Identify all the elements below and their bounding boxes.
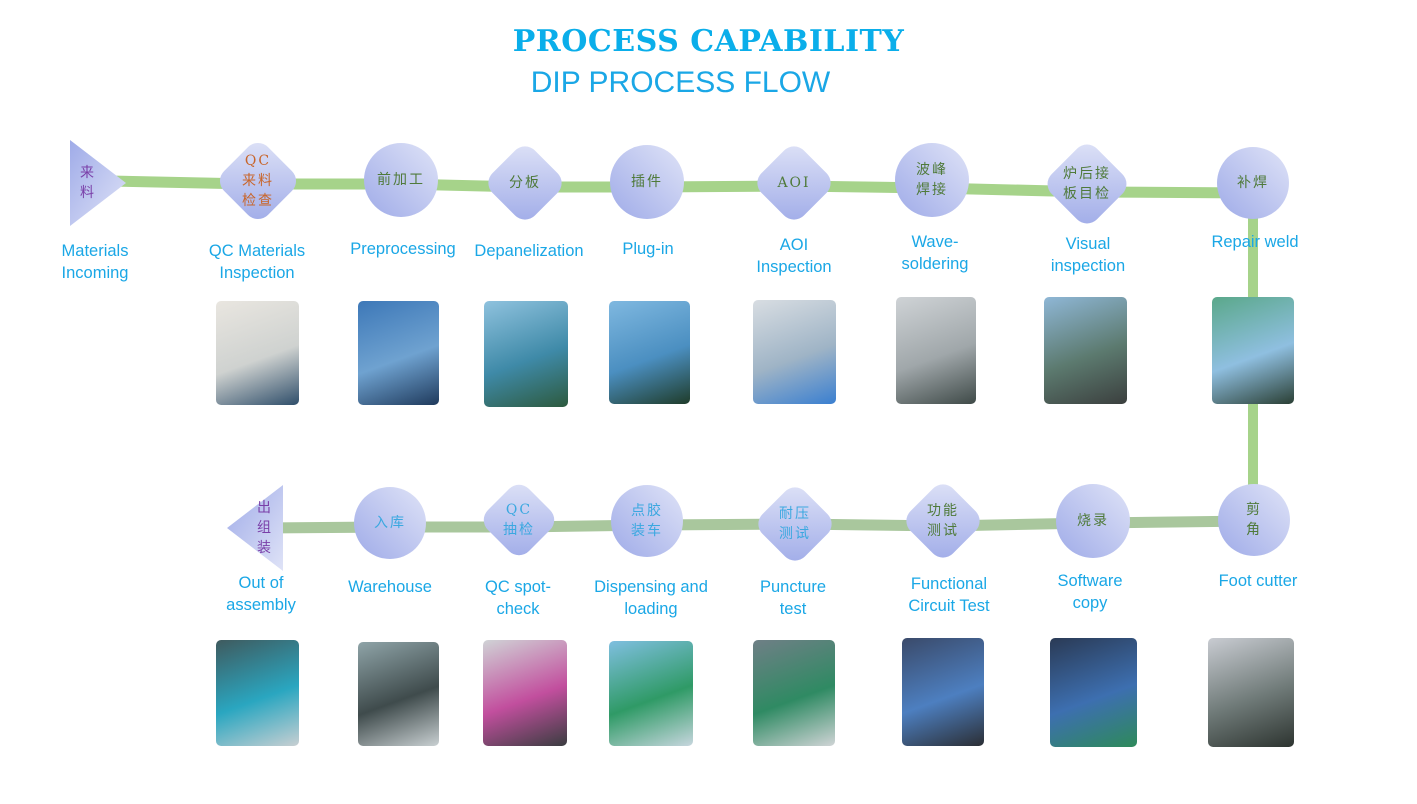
process-node-software-copy: 烧录: [1056, 484, 1130, 558]
node-chinese-label: 耐压 测试: [779, 506, 811, 542]
step-label-warehouse: Warehouse: [348, 578, 432, 596]
circle-node-shape: [354, 487, 426, 559]
process-node-functional-circuit-test: 功能 测试: [900, 478, 986, 564]
node-chinese-label: QC 来料 检查: [242, 153, 274, 209]
step-photo-warehouse: [358, 642, 439, 746]
node-chinese-label: 补焊: [1237, 175, 1269, 191]
circle-node-shape: [610, 145, 684, 219]
step-label-aoi-inspection: AOI Inspection: [756, 236, 832, 276]
node-chinese-label: 功能 测试: [927, 503, 959, 539]
process-node-wave-soldering: 波峰 焊接: [895, 143, 969, 217]
node-chinese-label: 出 组 装: [257, 500, 273, 556]
step-photo-foot-cutter: [1208, 638, 1294, 747]
step-photo-out-of-assembly: [216, 640, 299, 746]
step-photo-repair-weld: [1212, 297, 1294, 404]
circle-node-shape: [1056, 484, 1130, 558]
process-node-out-of-assembly: 出 组 装: [227, 485, 283, 571]
node-chinese-label: 插件: [631, 174, 663, 190]
node-chinese-label: 烧录: [1077, 513, 1109, 529]
circle-node-shape: [1218, 484, 1290, 556]
step-label-plug-in: Plug-in: [622, 240, 674, 258]
step-photo-puncture-test: [753, 640, 835, 746]
node-chinese-label: 来 料: [80, 165, 96, 201]
node-chinese-label: 入库: [374, 515, 406, 531]
process-node-repair-weld: 补焊: [1217, 147, 1289, 219]
node-chinese-label: 分板: [509, 175, 541, 191]
process-node-visual-inspection: 炉后接 板目检: [1041, 138, 1133, 230]
page-title: PROCESS CAPABILITY: [512, 24, 905, 59]
circle-node-shape: [1217, 147, 1289, 219]
node-chinese-label: 波峰 焊接: [916, 162, 948, 198]
node-chinese-label: 点胶 装车: [631, 503, 663, 539]
circle-node-shape: [364, 143, 438, 217]
node-chinese-label: 炉后接 板目检: [1063, 166, 1111, 202]
step-photo-aoi-inspection: [753, 300, 836, 404]
node-chinese-label: 前加工: [377, 172, 425, 188]
process-node-preprocessing: 前加工: [364, 143, 438, 217]
step-label-foot-cutter: Foot cutter: [1218, 572, 1298, 590]
step-label-qc-materials-inspection: QC Materials Inspection: [208, 242, 306, 282]
step-photo-dispensing-loading: [609, 641, 693, 746]
step-label-repair-weld: Repair weld: [1211, 233, 1299, 251]
process-node-warehouse: 入库: [354, 487, 426, 559]
step-photo-depanelization: [484, 301, 568, 407]
process-node-aoi-inspection: AOI: [751, 140, 837, 226]
step-photo-wave-soldering: [896, 297, 976, 404]
step-photo-functional-circuit-test: [902, 638, 984, 746]
step-label-functional-circuit-test: Functional Circuit Test: [908, 575, 990, 615]
step-photo-qc-materials-inspection: [216, 301, 299, 405]
arrow-right-node-shape: [70, 140, 126, 226]
process-node-puncture-test: 耐压 测试: [752, 481, 838, 567]
step-label-depanelization: Depanelization: [474, 242, 584, 260]
step-label-qc-spot-check: QC spot- check: [484, 578, 552, 618]
step-photo-software-copy: [1050, 638, 1137, 747]
step-label-materials-incoming: Materials Incoming: [61, 242, 129, 282]
node-chinese-label: QC 抽检: [503, 502, 535, 538]
arrow-left-node-shape: [227, 485, 283, 571]
node-chinese-label: AOI: [777, 175, 811, 191]
step-label-visual-inspection: Visual inspection: [1050, 235, 1126, 275]
circle-node-shape: [611, 485, 683, 557]
step-photo-preprocessing: [358, 301, 439, 405]
process-node-qc-spot-check: QC 抽检: [477, 478, 561, 562]
process-node-qc-materials-inspection: QC 来料 检查: [214, 137, 302, 225]
step-label-software-copy: Software copy: [1057, 572, 1123, 612]
step-label-puncture-test: Puncture test: [759, 578, 827, 618]
step-label-preprocessing: Preprocessing: [350, 240, 456, 258]
step-photo-visual-inspection: [1044, 297, 1127, 404]
process-node-depanelization: 分板: [482, 140, 568, 226]
process-node-dispensing-loading: 点胶 装车: [611, 485, 683, 557]
process-node-materials-incoming: 来 料: [70, 140, 126, 226]
node-chinese-label: 剪 角: [1246, 502, 1262, 538]
page-subtitle: DIP PROCESS FLOW: [530, 66, 831, 99]
step-photo-plug-in: [609, 301, 690, 404]
process-node-foot-cutter: 剪 角: [1218, 484, 1290, 556]
step-label-dispensing-loading: Dispensing and loading: [594, 578, 708, 618]
step-photo-qc-spot-check: [483, 640, 567, 746]
step-label-wave-soldering: Wave- soldering: [901, 233, 969, 273]
step-label-out-of-assembly: Out of assembly: [226, 574, 296, 614]
circle-node-shape: [895, 143, 969, 217]
process-node-plug-in: 插件: [610, 145, 684, 219]
